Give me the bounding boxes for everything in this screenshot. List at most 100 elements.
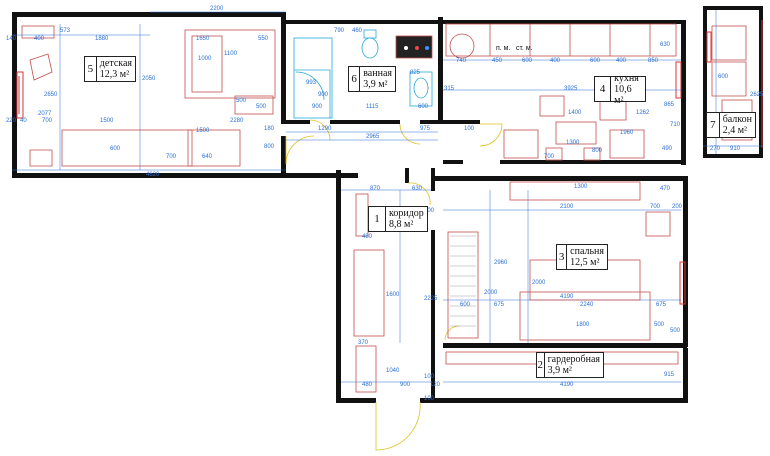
dim: 900 [400, 382, 411, 388]
dim: 2240 [580, 302, 594, 308]
dim: 2650 [44, 92, 58, 98]
dim: 1400 [568, 110, 582, 116]
dim: 700 [650, 204, 661, 210]
kitchen-mark-pm: п. м. [496, 45, 510, 52]
dimension-labels: 2200 140 400 1880 573 1650 550 1100 1000… [6, 6, 764, 402]
dim: 2625 [750, 92, 764, 98]
dim: 315 [444, 86, 455, 92]
room-name: коридор [389, 208, 424, 219]
dim: 370 [358, 340, 369, 346]
room-name: балкон [722, 114, 752, 125]
windows [16, 20, 763, 305]
dim: 600 [418, 104, 429, 110]
dim: 1262 [636, 110, 650, 116]
dim: 4190 [560, 382, 574, 388]
dim: 1800 [576, 322, 590, 328]
dim: 850 [648, 58, 659, 64]
room-name: спальня [570, 246, 604, 257]
bed-kids [184, 29, 276, 99]
dim: 640 [202, 154, 213, 160]
dim: 825 [410, 70, 421, 76]
dim: 500 [670, 328, 681, 334]
dim: 900 [318, 92, 329, 98]
dim: 1040 [386, 368, 400, 374]
dim: 2050 [142, 76, 156, 82]
room-area: 10,6 м² [614, 83, 632, 106]
dim: 1880 [95, 36, 109, 42]
dim: 400 [34, 36, 45, 42]
dim: 1300 [574, 184, 588, 190]
dim: 2200 [210, 6, 224, 12]
room-area: 3,9 м² [363, 79, 388, 90]
dim: 740 [456, 58, 467, 64]
dim: 915 [664, 372, 675, 378]
toilet [361, 37, 379, 59]
dim: 450 [492, 58, 503, 64]
dim: 710 [670, 122, 681, 128]
dim: 500 [256, 104, 267, 110]
dim: 2077 [38, 111, 52, 117]
dim: 600 [522, 58, 533, 64]
room-name: гардеробная [547, 354, 600, 365]
dim: 140 [6, 36, 17, 42]
dim: 480 [362, 234, 373, 240]
dim: 865 [664, 102, 675, 108]
hatching [450, 235, 476, 327]
dim: 220 [6, 118, 17, 124]
dim: 1650 [196, 36, 210, 42]
room-number: 4 [595, 77, 612, 101]
dim: 120 [430, 382, 441, 388]
dim: 2225 [424, 296, 438, 302]
dim: 4620 [146, 172, 160, 178]
corridor-cabinet [353, 249, 385, 337]
room-number: 1 [369, 207, 386, 231]
dim: 500 [654, 322, 665, 328]
kitchen-table [555, 121, 597, 145]
dim: 400 [616, 58, 627, 64]
dim: 470 [660, 186, 671, 192]
dim: 1500 [196, 128, 210, 134]
dim: 900 [312, 104, 323, 110]
dim: 675 [656, 302, 667, 308]
room-number: 3 [557, 245, 568, 269]
dim: 975 [420, 126, 431, 132]
dim: 1300 [566, 140, 580, 146]
dim: 600 [460, 302, 471, 308]
doors [285, 119, 503, 451]
dim: 800 [424, 208, 435, 214]
dim: 460 [352, 28, 363, 34]
dim: 2280 [230, 118, 244, 124]
room-number: 7 [707, 113, 720, 137]
dim: 3925 [564, 86, 578, 92]
room-area: 12,5 м² [570, 257, 600, 268]
dim: 1290 [318, 126, 332, 132]
dim: 1000 [198, 56, 212, 62]
sink [409, 71, 433, 107]
dim: 993 [306, 80, 317, 86]
dim: 700 [166, 154, 177, 160]
dim: 573 [60, 28, 71, 34]
kitchen-counter [445, 23, 677, 57]
bathtub [293, 37, 333, 119]
dim: 675 [494, 302, 505, 308]
wardrobe-bedroom [447, 231, 479, 339]
room-area: 3,9 м² [547, 365, 572, 376]
room-name: ванная [363, 68, 392, 79]
dim: 1500 [100, 118, 114, 124]
dimension-lines [12, 10, 763, 383]
dim: 480 [362, 382, 373, 388]
dim: 100 [464, 126, 475, 132]
dim: 180 [264, 126, 275, 132]
dim: 800 [264, 144, 275, 150]
dim: 100 [424, 396, 435, 402]
dim: 2960 [494, 260, 508, 266]
kitchen-mark-stm: ст. м. [516, 45, 533, 52]
dim: 490 [662, 146, 673, 152]
